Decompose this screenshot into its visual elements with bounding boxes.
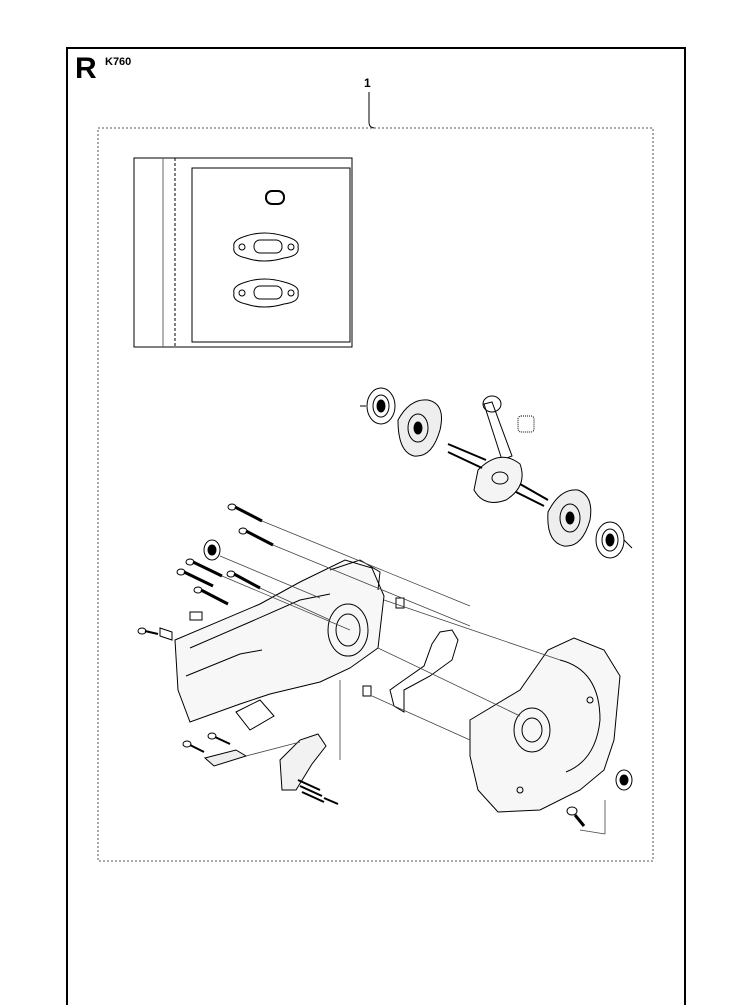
- crank-web-right: [547, 489, 592, 547]
- bolt-3: [185, 558, 223, 578]
- exhaust-gasket-upper: [233, 232, 299, 262]
- bolt-5: [226, 570, 261, 590]
- bolt-4: [176, 568, 214, 588]
- bearing-right: [595, 521, 625, 559]
- bolt-1: [227, 503, 263, 523]
- o-ring-seal: [265, 190, 285, 205]
- tensioner-parts: [182, 699, 586, 827]
- bearing-left: [366, 387, 396, 425]
- connecting-rod: [473, 395, 535, 503]
- page-frame: [66, 47, 686, 1005]
- bolt-6: [193, 586, 229, 606]
- needle-bearing: [517, 415, 535, 433]
- crankcase-right-half: [469, 637, 621, 813]
- section-letter: R: [75, 52, 97, 85]
- gasket-kit-bag: [133, 157, 353, 348]
- assembly-guide-lines: [219, 520, 606, 835]
- crank-shaft-left: [447, 443, 487, 461]
- kit-boundary: [97, 92, 654, 862]
- crank-shaft-right: [519, 483, 549, 501]
- shaft-seal-left: [203, 539, 221, 561]
- exhaust-gasket-lower: [233, 278, 299, 308]
- crankshaft-assembly: [360, 387, 633, 559]
- callout-number: 1: [364, 76, 371, 90]
- model-name: K760: [105, 56, 132, 68]
- bolt-2: [238, 527, 274, 547]
- crankcase-bolts: [176, 503, 633, 791]
- crankcase-left-half: [137, 559, 385, 723]
- shaft-seal-right: [615, 769, 633, 791]
- crank-web-left: [397, 399, 442, 457]
